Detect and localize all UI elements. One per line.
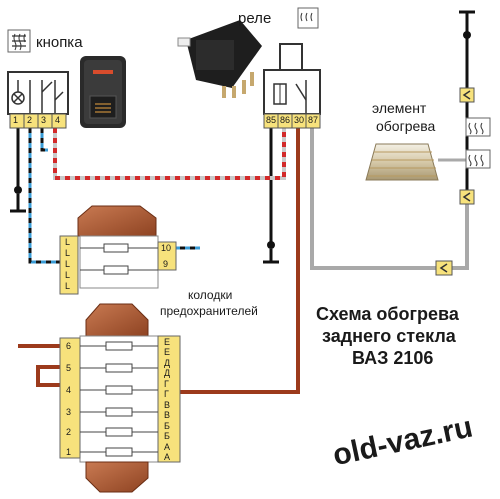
ground-symbol-icon <box>263 241 279 264</box>
connector-chevron-icon <box>459 87 475 103</box>
relay-pin: 85 <box>266 115 277 125</box>
fuse-bottom-right-pin: Б <box>164 431 170 441</box>
element-label-line1: элемент <box>372 100 427 116</box>
rear-window-heater-element <box>365 143 439 181</box>
fuse-bottom-left-pin: 3 <box>66 407 72 417</box>
fuse-blocks-label-line1: колодки <box>188 288 233 302</box>
fuse-block-bottom <box>59 303 181 493</box>
fuse-top-left-pin: L <box>65 281 71 291</box>
fuse-top-left-pin: L <box>65 259 71 269</box>
button-schematic <box>7 71 69 129</box>
fuse-bottom-right-pin: Б <box>164 421 170 431</box>
button-pin: 3 <box>41 115 47 125</box>
relay-pin: 87 <box>308 115 319 125</box>
fuse-top-right-pin: 10 <box>161 243 172 253</box>
fuse-bottom-right-pin: Д <box>164 358 171 368</box>
fuse-top-left-pin: L <box>65 237 71 247</box>
button-label: кнопка <box>36 34 83 51</box>
button-pin: 4 <box>55 115 61 125</box>
fuse-bottom-right-pin: Г <box>164 389 169 399</box>
fuse-top-right-pin: 9 <box>163 259 169 269</box>
rocker-switch-photo <box>80 56 126 128</box>
relay-pin: 86 <box>280 115 291 125</box>
fuse-block-top <box>59 205 177 295</box>
diagram-title-line3: ВАЗ 2106 <box>352 348 434 368</box>
fuse-top-left-pin: L <box>65 248 71 258</box>
relay-label: реле <box>238 10 272 27</box>
button-pin: 1 <box>13 115 19 125</box>
diagram-title-line1: Схема обогрева <box>316 304 459 324</box>
heated-rear-window-icon <box>7 29 31 53</box>
button-pin: 2 <box>27 115 33 125</box>
fuse-bottom-right-pin: В <box>164 400 171 410</box>
fuse-bottom-left-pin: 6 <box>66 341 72 351</box>
fuse-bottom-right-pin: E <box>164 337 171 347</box>
wires <box>16 12 469 394</box>
fuse-bottom-left-pin: 4 <box>66 385 72 395</box>
relay-photo <box>177 20 262 98</box>
diagram-title-line2: заднего стекла <box>322 326 456 346</box>
fuse-bottom-right-pin: В <box>164 410 171 420</box>
relay-schematic <box>263 43 321 129</box>
fuse-bottom-right-pin: E <box>164 347 171 357</box>
heated-rear-window-icon <box>465 117 491 169</box>
relay-pin: 30 <box>294 115 305 125</box>
fuse-top-left-pin: L <box>65 270 71 280</box>
connector-chevron-icon <box>459 189 475 205</box>
fuse-bottom-right-pin: А <box>164 442 171 452</box>
fuse-bottom-right-pin: Д <box>164 368 171 378</box>
ground-symbol-icon <box>10 186 26 213</box>
heated-rear-window-icon <box>297 7 319 29</box>
fuse-bottom-left-pin: 1 <box>66 447 72 457</box>
fuse-bottom-left-pin: 5 <box>66 363 72 373</box>
connector-chevron-icon <box>435 260 453 276</box>
fuse-bottom-right-pin: А <box>164 452 171 462</box>
fuse-bottom-left-pin: 2 <box>66 427 72 437</box>
fuse-bottom-right-pin: Г <box>164 379 169 389</box>
element-label-line2: обогрева <box>376 118 436 134</box>
fuse-blocks-label-line2: предохранителей <box>160 304 258 318</box>
